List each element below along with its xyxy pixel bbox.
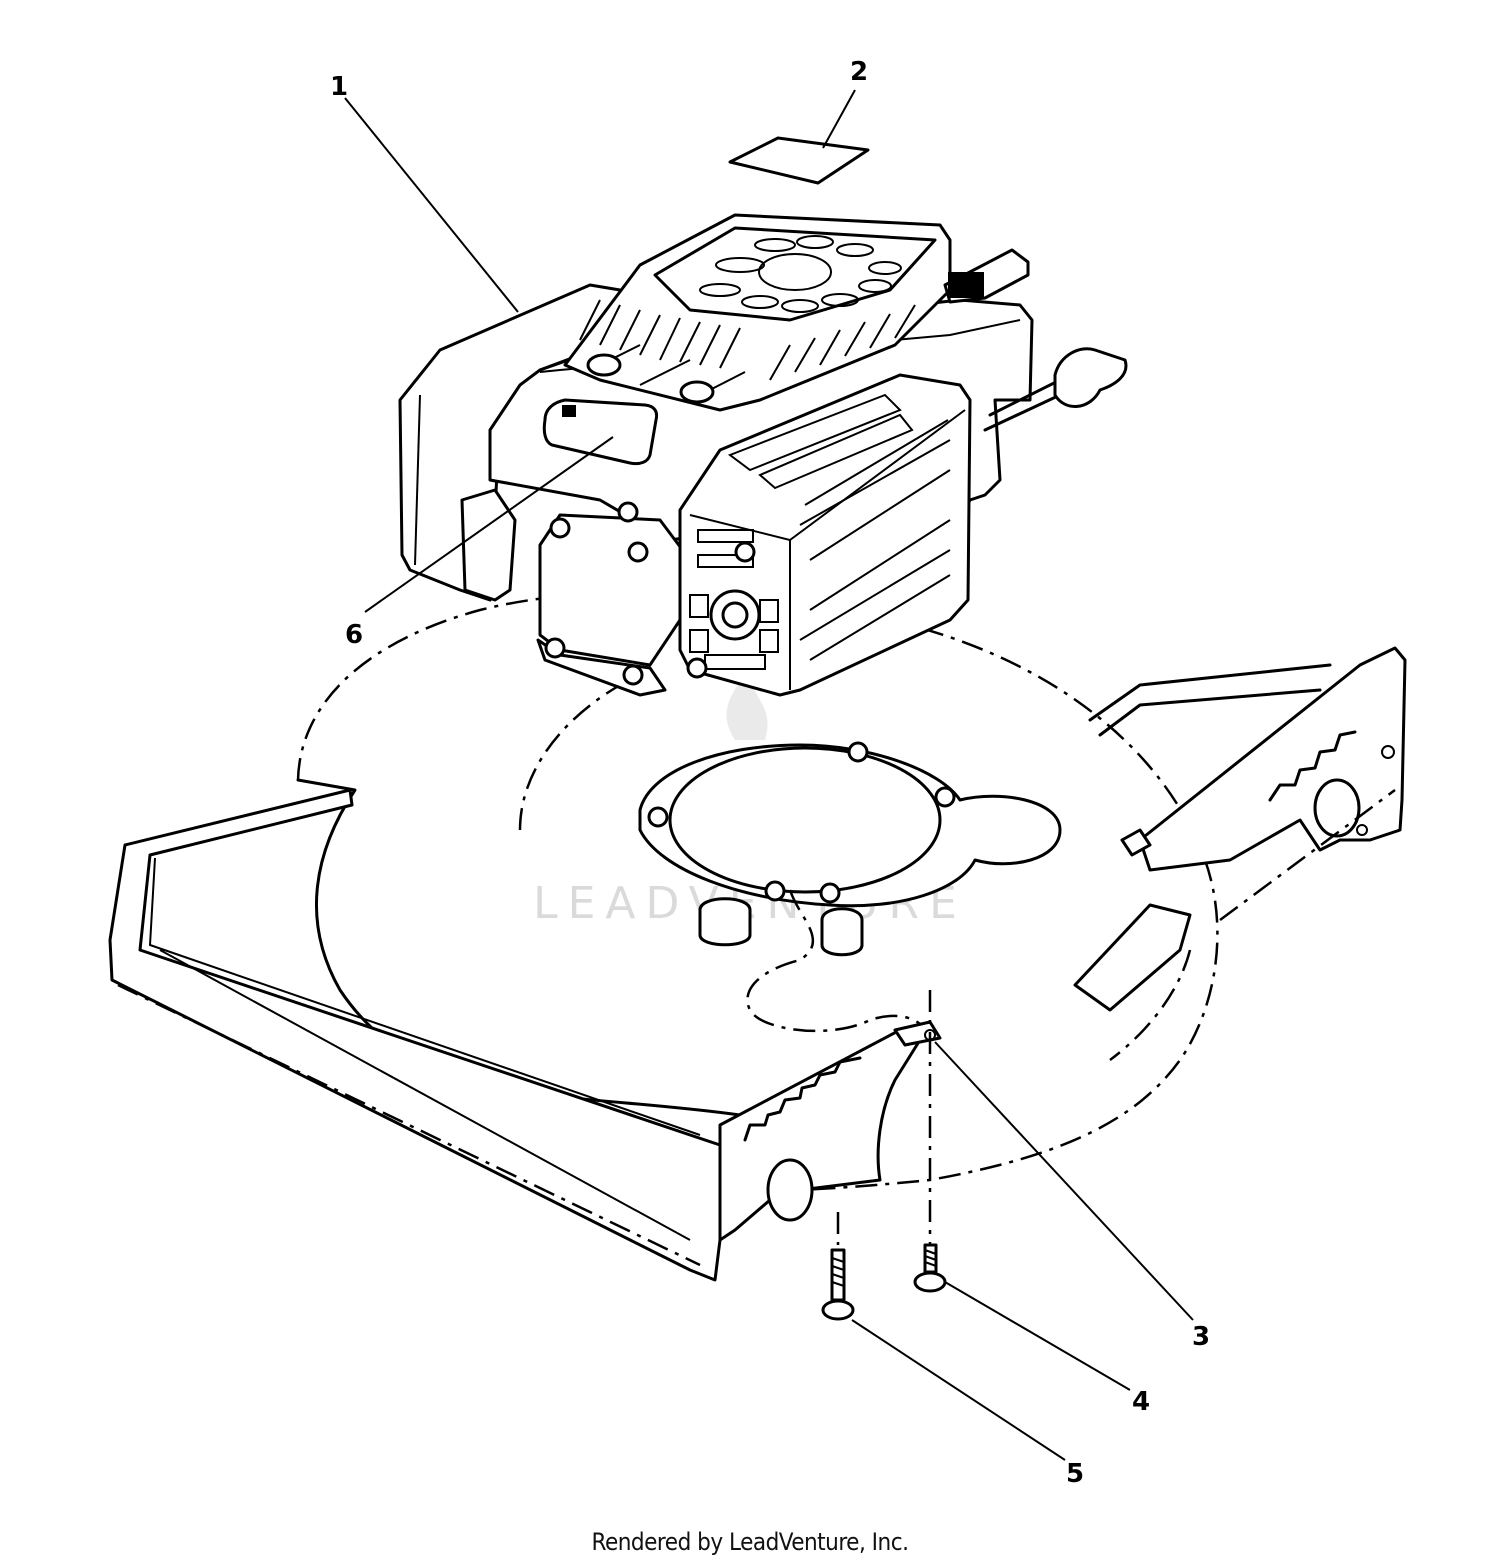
deck-front-bumper-inner: [148, 857, 701, 1241]
screw-4-thread: [924, 1249, 937, 1267]
callout-1: 1: [330, 72, 348, 102]
rear-handle-arm-dash: [1219, 788, 1396, 922]
mount-bolt-2: [934, 786, 956, 808]
leader-3: [934, 1041, 1194, 1321]
callout-3: 3: [1192, 1322, 1210, 1352]
callout-numbers: 1 2 3 4 5 6: [330, 57, 1210, 1489]
mount-bolt-1: [847, 741, 869, 763]
crankcase-bolt-4: [622, 664, 644, 686]
screw-4-head: [913, 1271, 947, 1293]
muffler-bolt-bottom: [686, 657, 708, 679]
screw-5-head: [821, 1299, 855, 1321]
front-wheel-hub: [766, 1158, 814, 1222]
rear-height-notches: [1268, 730, 1357, 802]
deck-boss-left: [698, 897, 752, 947]
leader-5: [851, 1319, 1066, 1461]
deck-inner-curve: [518, 668, 651, 831]
engine-mount-hole: [668, 746, 942, 894]
cable-route: [746, 889, 927, 1033]
engine: [398, 136, 1128, 697]
crankcase-bolt-5: [617, 501, 639, 523]
engine-label-icon: [562, 405, 576, 417]
control-bail-cable: [983, 378, 1062, 432]
leader-1: [344, 97, 519, 313]
fuel-tank-edge: [414, 394, 421, 566]
housing-bolt-left: [586, 353, 622, 377]
control-bail-knob: [1053, 347, 1128, 408]
callout-2: 2: [850, 57, 868, 87]
callout-5: 5: [1066, 1459, 1084, 1489]
discharge-chute: [1073, 903, 1192, 1012]
engine-side-cover: [460, 488, 517, 602]
rear-handle-arm: [1088, 663, 1332, 737]
mount-bolt-3: [647, 806, 669, 828]
leader-lines: [344, 89, 1194, 1461]
mount-bolt-5: [764, 880, 786, 902]
deck-clip: [1120, 828, 1152, 857]
part-2-decal: [728, 136, 870, 185]
screw-5-thread: [831, 1257, 845, 1287]
front-height-notches: [743, 1056, 862, 1142]
mower-deck: [108, 590, 1407, 1282]
callout-6: 6: [345, 620, 363, 650]
callout-4: 4: [1132, 1387, 1150, 1417]
leader-4: [944, 1281, 1131, 1391]
blower-top-grille: [653, 226, 937, 322]
leader-2: [822, 89, 856, 149]
rear-bracket-hole-lower: [1356, 824, 1368, 836]
starter-handle-grip: [948, 272, 984, 298]
mount-bolt-4: [819, 882, 841, 904]
rear-bracket-hole: [1381, 745, 1395, 759]
crankcase-bolt-2: [627, 541, 649, 563]
deck-boss-right: [820, 907, 864, 957]
front-height-bracket: [718, 1028, 922, 1242]
muffler-bolt-top: [734, 541, 756, 563]
top-vent-slots: [699, 235, 902, 313]
housing-bolt-right: [679, 380, 715, 404]
muffler-fins: [727, 393, 951, 661]
deck-right-edge: [1109, 949, 1192, 1061]
footer-credit: Rendered by LeadVenture, Inc.: [591, 1528, 909, 1556]
muffler-outlet-inner: [721, 601, 749, 629]
crankcase-bolt-1: [549, 517, 571, 539]
leader-6: [364, 436, 614, 613]
muffler-box-edge: [689, 409, 966, 690]
rear-wheel-hub: [1313, 778, 1361, 838]
part-3-bracket: [893, 1020, 942, 1047]
crankcase-bolt-3: [544, 637, 566, 659]
watermark-flame-icon: [726, 670, 768, 740]
